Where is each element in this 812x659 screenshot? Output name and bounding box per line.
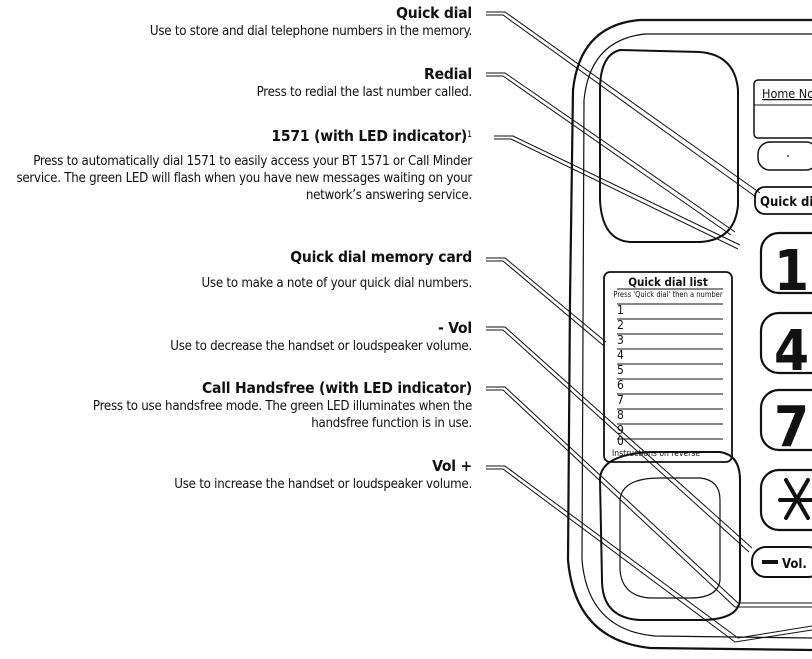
phone-body-outline xyxy=(566,18,812,652)
callout-desc: Use to increase the handset or loudspeak… xyxy=(174,477,472,492)
leader-vol-down xyxy=(486,326,753,553)
key-star xyxy=(759,468,812,532)
callout-vol-down: - Vol Use to decrease the handset or lou… xyxy=(0,319,472,355)
callout-desc: Use to make a note of your quick dial nu… xyxy=(201,276,472,291)
key-7 xyxy=(759,388,812,452)
callout-desc: Press to redial the last number called. xyxy=(256,85,473,100)
dot-button xyxy=(757,141,812,171)
home-number-label: Home No xyxy=(762,86,812,101)
card-number: 5 xyxy=(617,363,624,377)
leader-vol-up xyxy=(486,465,812,643)
handset-mouthpiece xyxy=(599,451,741,621)
memory-card-numbers: 1 2 3 4 5 6 7 8 9 0 xyxy=(617,303,624,448)
callout-title: - Vol xyxy=(438,319,472,337)
vol-down-button xyxy=(751,546,812,578)
callout-quick-dial: Quick dial Use to store and dial telepho… xyxy=(0,4,472,40)
key-1-label: 1 xyxy=(774,239,809,304)
callout-title: Call Handsfree (with LED indicator) xyxy=(201,379,472,397)
leader-quick-dial xyxy=(486,11,761,198)
memory-card xyxy=(603,271,733,463)
callout-title: Vol + xyxy=(432,457,472,475)
card-number: 0 xyxy=(617,434,624,448)
memory-card-title: Quick dial list xyxy=(628,275,708,289)
quick-dial-button xyxy=(754,186,812,215)
handset-earpiece xyxy=(599,49,739,243)
phone-body-inner-outline xyxy=(581,33,812,639)
dot-button-label: · xyxy=(786,149,790,165)
home-number-box xyxy=(753,79,812,139)
callout-redial: Redial Press to redial the last number c… xyxy=(0,65,473,101)
callout-1571: 1571 (with LED indicator)1 Press to auto… xyxy=(0,127,472,204)
key-7-label: 7 xyxy=(774,395,809,460)
star-key-icon xyxy=(778,478,812,520)
vol-down-label: Vol. xyxy=(762,557,807,572)
vol-button-text: Vol. xyxy=(782,557,807,572)
card-number: 6 xyxy=(617,378,624,392)
callout-desc: Press to automatically dial 1571 to easi… xyxy=(16,154,472,203)
callout-memory-card: Quick dial memory card Use to make a not… xyxy=(0,248,472,292)
footnote-marker: 1 xyxy=(467,130,472,140)
callout-desc: Use to store and dial telephone numbers … xyxy=(149,24,472,39)
key-1 xyxy=(759,231,812,295)
handset-mouthpiece-inner xyxy=(619,477,721,599)
callout-title: Redial xyxy=(424,65,472,83)
leader-memory-card xyxy=(486,257,607,347)
callout-desc: Press to use handsfree mode. The green L… xyxy=(92,399,472,431)
leader-handsfree xyxy=(486,386,812,608)
leader-1571 xyxy=(494,135,741,250)
quick-dial-button-label: Quick dia xyxy=(760,195,812,210)
memory-card-subtitle: Press 'Quick dial' then a number xyxy=(613,290,722,299)
key-4-label: 4 xyxy=(774,319,809,384)
card-number: 8 xyxy=(617,408,624,422)
memory-card-footer: Instructions on reverse xyxy=(612,449,700,459)
leader-redial xyxy=(486,72,736,236)
card-number: 2 xyxy=(617,318,624,332)
memory-card-lines xyxy=(617,288,723,440)
callout-vol-up: Vol + Use to increase the handset or lou… xyxy=(0,457,472,493)
card-number: 1 xyxy=(617,303,624,317)
card-number: 3 xyxy=(617,333,624,347)
card-number: 4 xyxy=(617,348,624,362)
card-number: 7 xyxy=(617,393,624,407)
callout-title: Quick dial memory card xyxy=(290,248,472,266)
callout-handsfree: Call Handsfree (with LED indicator) Pres… xyxy=(0,379,472,432)
callout-title: Quick dial xyxy=(396,4,472,22)
callout-title: 1571 (with LED indicator)1 xyxy=(271,127,472,145)
callout-desc: Use to decrease the handset or loudspeak… xyxy=(170,339,472,354)
key-4 xyxy=(759,311,812,375)
